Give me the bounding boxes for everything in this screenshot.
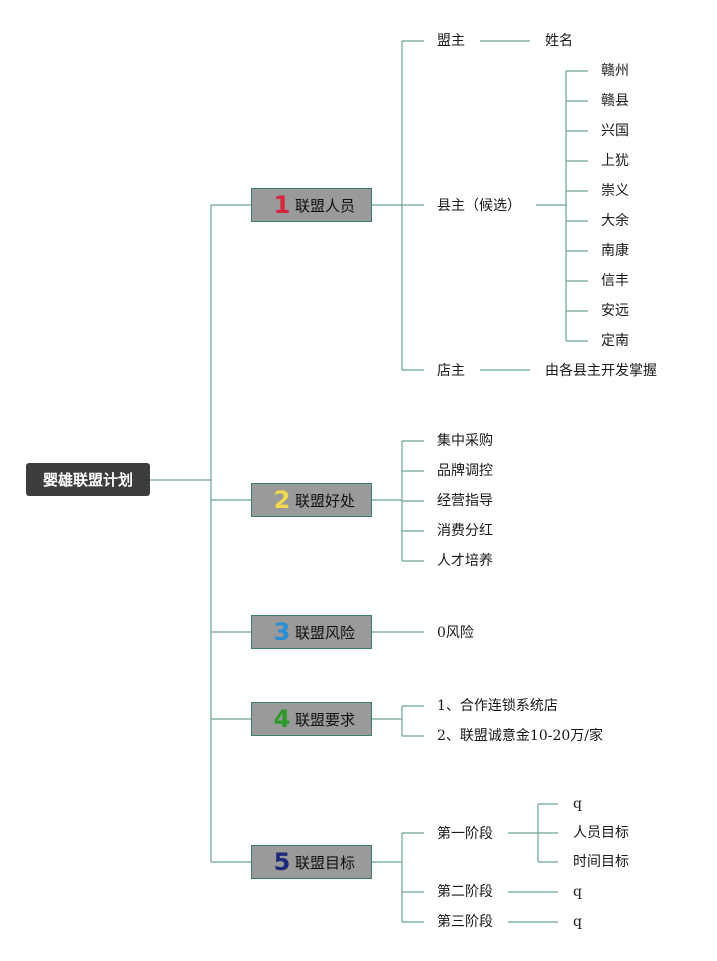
node-county[interactable]: 南康 — [601, 243, 629, 259]
node-benefit[interactable]: 消费分红 — [437, 523, 493, 539]
node-dianzhu[interactable]: 店主 — [437, 363, 465, 379]
node-mengzhu[interactable]: 盟主 — [437, 33, 465, 49]
node-stage-1-child[interactable]: 时间目标 — [573, 854, 629, 870]
node-stage-2-child[interactable]: q — [573, 884, 582, 900]
node-stage-2[interactable]: 第二阶段 — [437, 884, 493, 900]
node-county[interactable]: 信丰 — [601, 273, 629, 289]
branch-label: 联盟人员 — [295, 196, 356, 215]
root-label: 婴雄联盟计划 — [42, 471, 133, 489]
node-requirement[interactable]: 2、联盟诚意金10-20万/家 — [437, 728, 603, 744]
node-benefit[interactable]: 品牌调控 — [437, 463, 493, 479]
branch-node-goals[interactable]: 5 联盟目标 — [251, 845, 372, 879]
node-benefit[interactable]: 经营指导 — [437, 493, 493, 509]
node-stage-3[interactable]: 第三阶段 — [437, 914, 493, 930]
node-stage-1[interactable]: 第一阶段 — [437, 826, 493, 842]
node-county[interactable]: 赣州 — [601, 63, 629, 79]
node-stage-1-child[interactable]: q — [573, 796, 582, 812]
branch-node-members[interactable]: 1 联盟人员 — [251, 188, 372, 222]
node-stage-1-child[interactable]: 人员目标 — [573, 825, 629, 841]
branch-node-requirements[interactable]: 4 联盟要求 — [251, 702, 372, 736]
node-benefit[interactable]: 集中采购 — [437, 433, 493, 449]
branch-node-benefits[interactable]: 2 联盟好处 — [251, 483, 372, 517]
node-stage-3-child[interactable]: q — [573, 914, 582, 930]
node-risk[interactable]: 0风险 — [437, 625, 474, 641]
node-benefit[interactable]: 人才培养 — [437, 553, 493, 569]
node-county[interactable]: 上犹 — [601, 153, 629, 169]
node-mengzhu-name[interactable]: 姓名 — [545, 33, 573, 49]
node-dianzhu-detail[interactable]: 由各县主开发掌握 — [545, 363, 657, 379]
branch-label: 联盟好处 — [295, 491, 356, 510]
node-county[interactable]: 安远 — [601, 303, 629, 319]
number-badge-3: 3 — [273, 618, 291, 646]
branch-label: 联盟风险 — [295, 623, 356, 642]
node-county[interactable]: 崇义 — [601, 183, 629, 199]
number-badge-2: 2 — [273, 486, 291, 514]
node-requirement[interactable]: 1、合作连锁系统店 — [437, 698, 558, 714]
branch-label: 联盟目标 — [295, 853, 356, 872]
node-county[interactable]: 大余 — [601, 213, 629, 229]
number-badge-5: 5 — [273, 848, 291, 876]
number-badge-4: 4 — [273, 705, 291, 733]
node-county[interactable]: 赣县 — [601, 93, 629, 109]
branch-node-risk[interactable]: 3 联盟风险 — [251, 615, 372, 649]
number-badge-1: 1 — [273, 191, 291, 219]
node-county[interactable]: 定南 — [601, 333, 629, 349]
branch-label: 联盟要求 — [295, 710, 356, 729]
node-xianzhu[interactable]: 县主（候选） — [437, 198, 521, 214]
root-node[interactable]: 婴雄联盟计划 — [26, 463, 150, 496]
node-county[interactable]: 兴国 — [601, 123, 629, 139]
